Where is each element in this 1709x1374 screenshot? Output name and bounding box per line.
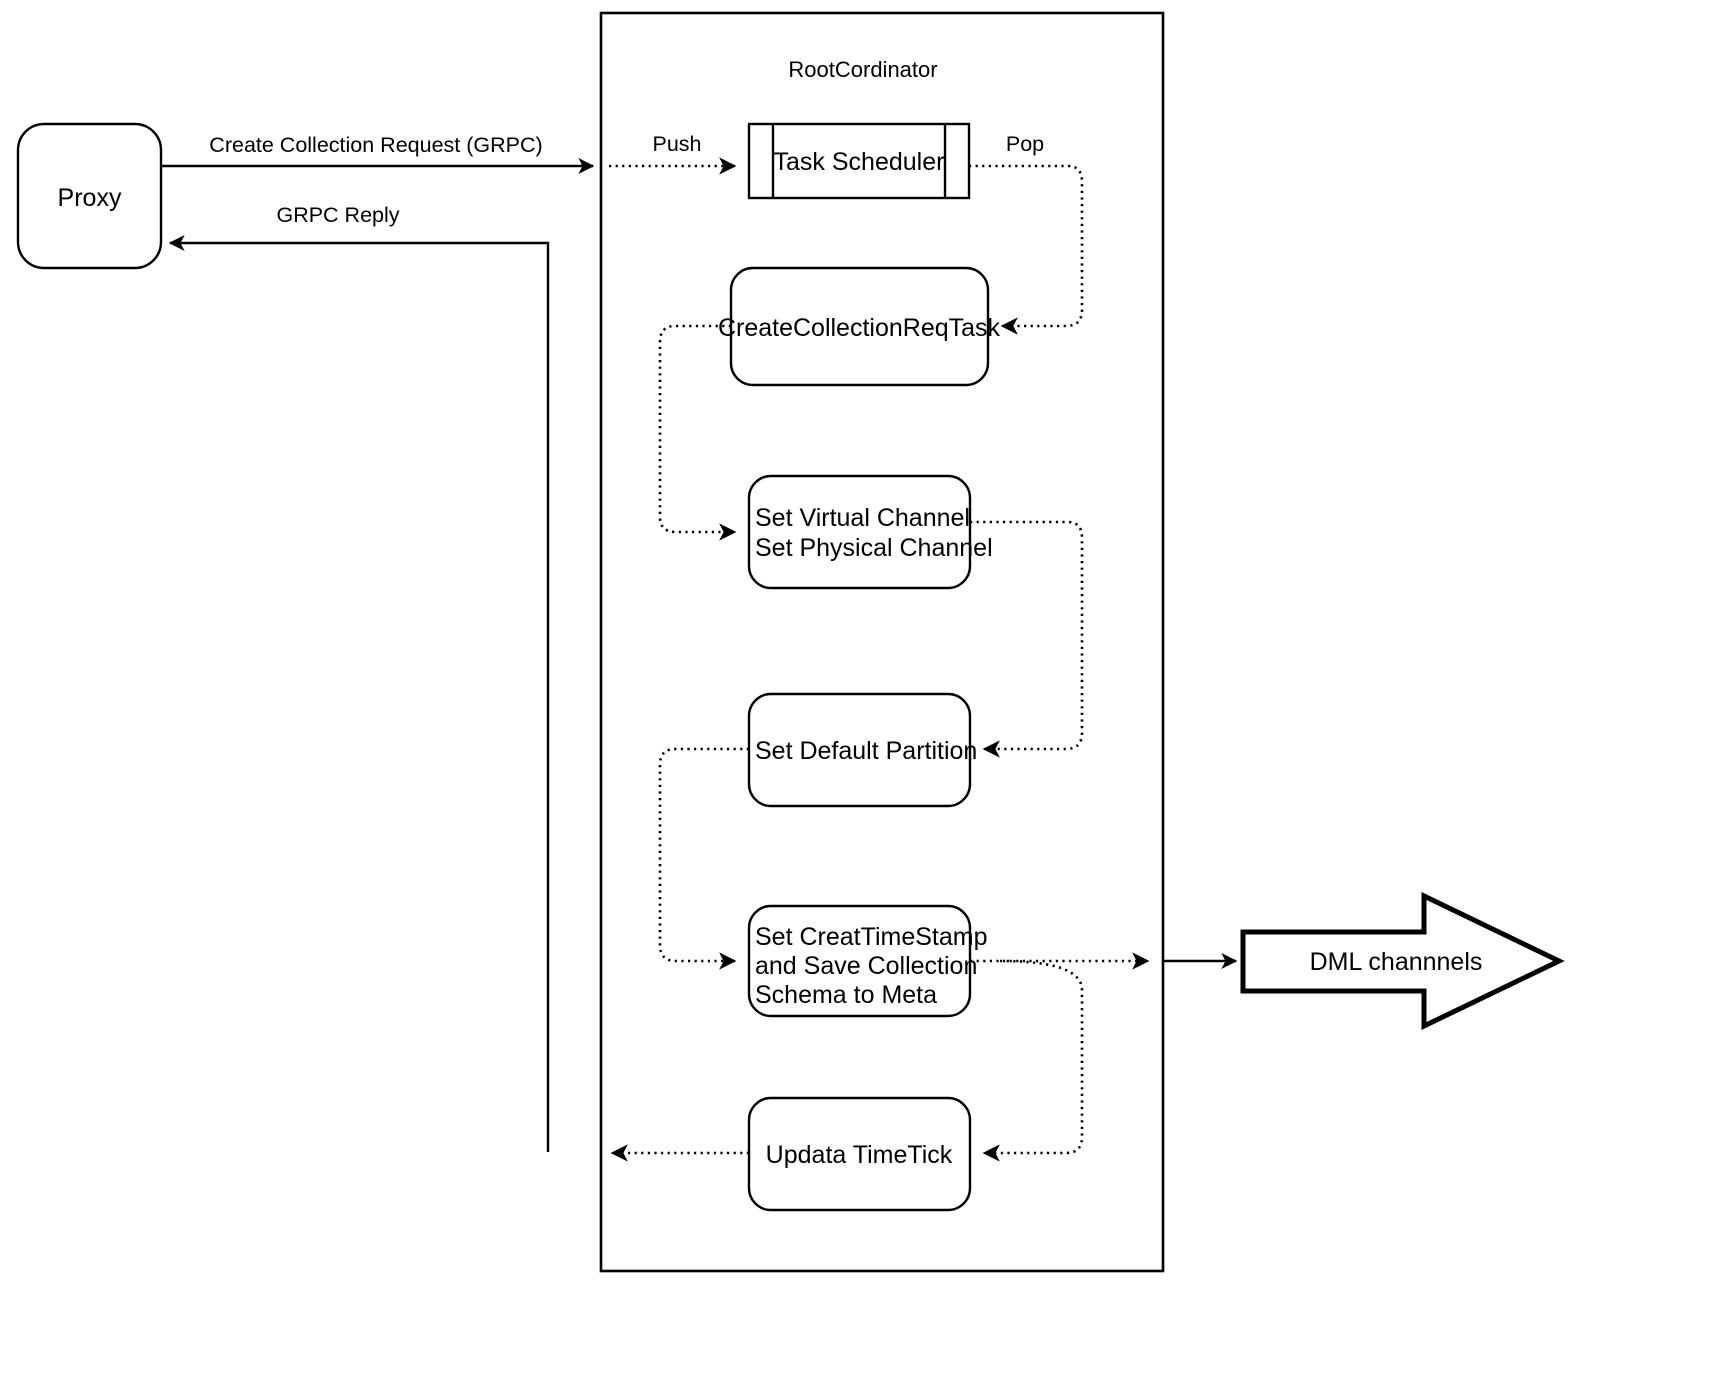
node-dml-channels[interactable]	[1240, 892, 1565, 1030]
node-set-channels-line-2: Set Physical Channel	[755, 534, 993, 562]
node-dml-channels-label: DML channnels	[1310, 948, 1483, 976]
node-set-channels-line-1: Set Virtual Channel	[755, 504, 970, 532]
edge-push-label: Push	[652, 132, 701, 156]
node-set-default-partition-label: Set Default Partition	[755, 737, 977, 765]
edge-create-collection-request-label: Create Collection Request (GRPC)	[209, 133, 542, 157]
node-update-timetick-label: Updata TimeTick	[766, 1141, 953, 1169]
edge-grpc-reply	[168, 235, 550, 1152]
node-set-create-timestamp-line-3: Schema to Meta	[755, 981, 937, 1009]
edge-default-partition-to-timestamp	[658, 747, 749, 970]
edge-grpc-reply-label: GRPC Reply	[276, 203, 399, 227]
edge-pop-label: Pop	[1006, 132, 1044, 156]
node-task-scheduler-label: Task Scheduler	[774, 148, 945, 176]
node-create-collection-req-task-label: CreateCollectionReqTask	[718, 314, 1001, 342]
node-proxy[interactable]	[16, 122, 163, 270]
node-task-scheduler[interactable]	[747, 122, 971, 200]
edge-timestamp-to-update-timetick	[982, 959, 1084, 1162]
rootcordinator-container	[599, 11, 1165, 1273]
node-set-create-timestamp-line-2: and Save Collection	[755, 952, 977, 980]
edge-task-to-set-channels	[658, 324, 737, 541]
edge-set-channels-to-default-partition	[970, 520, 1084, 758]
node-set-create-timestamp-line-1: Set CreatTimeStamp	[755, 923, 987, 951]
rootcordinator-title: RootCordinator	[788, 57, 937, 82]
node-proxy-label: Proxy	[58, 184, 122, 212]
node-set-channels[interactable]	[747, 474, 972, 590]
